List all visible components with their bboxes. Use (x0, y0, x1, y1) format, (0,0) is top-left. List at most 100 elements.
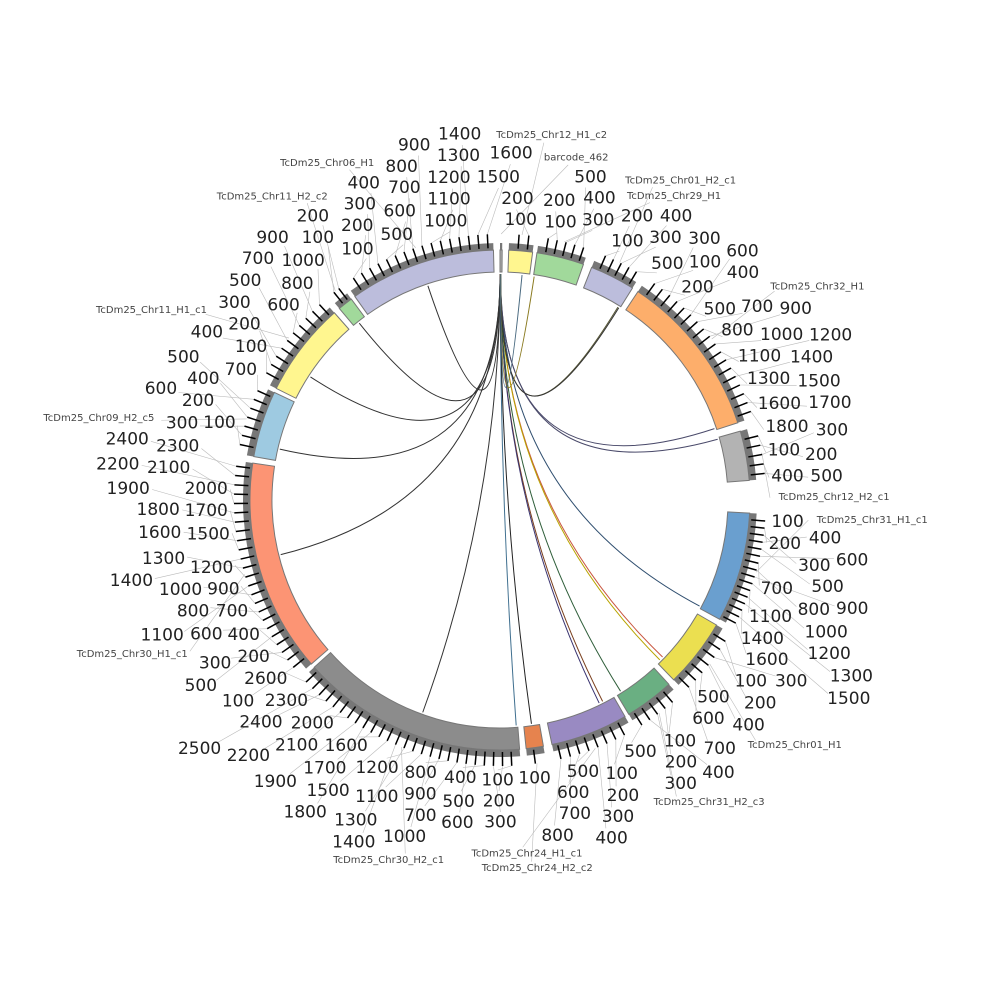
tick-mark (655, 697, 666, 709)
tick-mark (362, 715, 371, 729)
label-leader-line (240, 585, 256, 604)
tick-mark (270, 363, 284, 373)
label-leader-line (747, 402, 807, 407)
segment-TcDm25_Chr12_H1_c2[interactable] (507, 234, 534, 275)
tick-mark (438, 745, 443, 760)
tick-label: 500 (624, 742, 656, 762)
segment-TcDm25_Chr32_H1[interactable] (625, 283, 752, 431)
tick-label: 100 (606, 764, 638, 784)
tick-mark (311, 310, 323, 322)
segment-block[interactable] (625, 290, 739, 431)
link-TcDm25_Chr31_H1_c1 (500, 274, 700, 607)
label-leader-line (636, 271, 657, 274)
tick-mark (235, 529, 250, 533)
tick-mark (385, 259, 394, 273)
tick-label: 200 (501, 189, 533, 209)
tick-label: 100 (341, 239, 373, 259)
tick-label: 300 (199, 654, 231, 674)
segment-block[interactable] (249, 462, 329, 665)
tick-label: 200 (681, 277, 713, 297)
tick-label: 700 (741, 297, 773, 317)
segment-block[interactable] (699, 511, 751, 620)
segment-TcDm25_Chr11_H2_c2[interactable] (333, 287, 366, 327)
tick-label: 100 (222, 691, 254, 711)
segment-TcDm25_Chr31_H2_c3[interactable] (616, 667, 674, 726)
tick-mark (748, 453, 763, 458)
tick-mark (332, 695, 343, 708)
segment-block[interactable] (533, 252, 585, 286)
tick-label: 400 (732, 716, 764, 736)
label-leader-line (597, 747, 607, 829)
segment-TcDm25_Chr29_H1[interactable] (533, 238, 586, 286)
tick-mark (736, 585, 751, 592)
tick-mark (352, 277, 362, 291)
label-leader-line (697, 313, 743, 323)
segment-block[interactable] (499, 249, 503, 273)
label-leader-line (762, 536, 807, 543)
segment-block[interactable] (253, 391, 295, 461)
label-leader-line (403, 198, 410, 252)
tick-label: 700 (761, 579, 793, 599)
segment-block[interactable] (523, 723, 544, 750)
segment-TcDm25_Chr01_H1[interactable] (657, 613, 726, 688)
segment-tick-band (719, 513, 757, 623)
label-leader-line (141, 465, 235, 486)
segment-TcDm25_Chr24_H1_c1[interactable] (546, 696, 629, 760)
tick-mark (368, 267, 378, 281)
tick-label: 1000 (760, 325, 803, 345)
segment-block[interactable] (582, 266, 634, 308)
label-leader-line (763, 534, 797, 564)
tick-label: 100 (235, 337, 267, 357)
tick-mark (338, 287, 348, 301)
segment-block[interactable] (354, 249, 495, 316)
tick-label: 100 (203, 413, 235, 433)
segment-block[interactable] (718, 430, 750, 483)
segment-block[interactable] (275, 312, 350, 399)
label-leader-line (497, 765, 512, 771)
segment-name-label: barcode_462 (544, 153, 609, 164)
tick-label: 400 (583, 189, 615, 209)
segment-TcDm25_Chr31_H1_c1[interactable] (699, 511, 766, 624)
tick-mark (678, 676, 690, 688)
tick-label: 900 (207, 579, 239, 599)
tick-mark (266, 372, 280, 381)
tick-label: 800 (281, 274, 313, 294)
label-leader-line (231, 533, 240, 551)
segment-block[interactable] (546, 696, 626, 746)
tick-mark (648, 702, 659, 715)
label-leader-line (715, 340, 762, 345)
label-leader-line (311, 712, 341, 738)
segment-TcDm25_Chr12_H2_c1[interactable] (718, 429, 765, 483)
segment-block[interactable] (507, 249, 534, 275)
tick-label: 1400 (332, 833, 375, 853)
segment-TcDm25_Chr11_H1_c1[interactable] (266, 304, 350, 399)
tick-label: 500 (697, 687, 729, 707)
segment-TcDm25_Chr30_H2_c1[interactable] (305, 651, 521, 766)
segment-tick-band (309, 667, 521, 757)
segment-TcDm25_Chr06_H1[interactable] (350, 234, 495, 316)
tick-label: 700 (225, 360, 257, 380)
label-leader-line (606, 743, 612, 808)
segment-block[interactable] (313, 651, 521, 751)
tick-mark (645, 283, 656, 296)
tick-label: 1900 (254, 772, 297, 792)
segment-TcDm25_Chr09_H2_c5[interactable] (239, 389, 295, 461)
segment-TcDm25_Chr24_H2_c2[interactable] (523, 723, 545, 764)
segment-block[interactable] (338, 298, 366, 327)
label-leader-line (521, 142, 545, 235)
segment-TcDm25_Chr30_H1_c1[interactable] (234, 462, 329, 669)
segment-barcode_462[interactable] (499, 243, 503, 273)
label-leader-line (720, 351, 739, 362)
segment-block[interactable] (616, 667, 670, 715)
segment-TcDm25_Chr01_H2_c1[interactable] (582, 255, 638, 308)
tick-label: 1000 (282, 251, 325, 271)
segment-name-label: TcDm25_Chr31_H2_c3 (653, 797, 765, 808)
tick-mark (718, 367, 732, 376)
segment-tick-band (673, 625, 723, 685)
segment-tick-band (246, 389, 275, 457)
label-leader-line (583, 187, 586, 248)
segment-block[interactable] (657, 613, 718, 681)
tick-mark (730, 392, 745, 400)
tick-label: 600 (557, 783, 589, 803)
tick-mark (234, 520, 249, 523)
